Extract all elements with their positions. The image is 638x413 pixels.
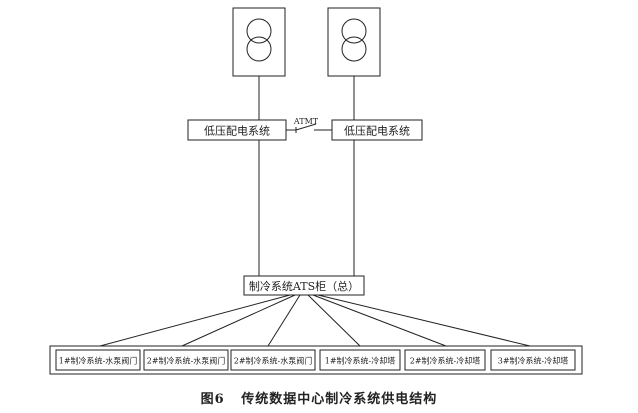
branch-line-5 <box>312 294 447 347</box>
figure-number: 图6 <box>200 392 225 407</box>
load-label-3: 2#制冷系统-水泵阀门 <box>234 356 313 366</box>
branch-line-3 <box>267 294 301 347</box>
ats-cabinet-label: 制冷系统ATS柜（总） <box>249 279 359 293</box>
branch-line-2 <box>181 294 296 347</box>
ats-cabinet-box <box>243 275 365 296</box>
tie-switch-label: ATMT <box>293 117 319 126</box>
load-label-2: 2#制冷系统-水泵阀门 <box>147 356 226 366</box>
load-box-3 <box>230 349 316 371</box>
branch-line-1 <box>99 294 291 347</box>
load-label-6: 3#制冷系统-冷却塔 <box>498 356 569 366</box>
lv-system-label-right: 低压配电系统 <box>344 125 410 138</box>
figure-title: 传统数据中心制冷系统供电结构 <box>241 392 438 407</box>
load-box-5 <box>404 349 486 371</box>
load-label-5: 2#制冷系统-冷却塔 <box>410 356 481 366</box>
load-label-1: 1#制冷系统-水泵阀门 <box>59 356 138 366</box>
load-label-4: 1#制冷系统-冷却塔 <box>325 356 396 366</box>
transformer-left <box>232 7 286 77</box>
load-box-1 <box>55 349 141 371</box>
lv-system-label-left: 低压配电系统 <box>204 125 270 138</box>
load-box-2 <box>143 349 229 371</box>
tie-switch <box>286 123 332 133</box>
branch-line-4 <box>307 294 361 347</box>
branch-line-6 <box>317 294 531 347</box>
load-box-6 <box>490 349 576 371</box>
figure-caption: 图6 传统数据中心制冷系统供电结构 <box>0 388 638 407</box>
load-box-4 <box>319 349 401 371</box>
transformer-right <box>327 7 381 77</box>
